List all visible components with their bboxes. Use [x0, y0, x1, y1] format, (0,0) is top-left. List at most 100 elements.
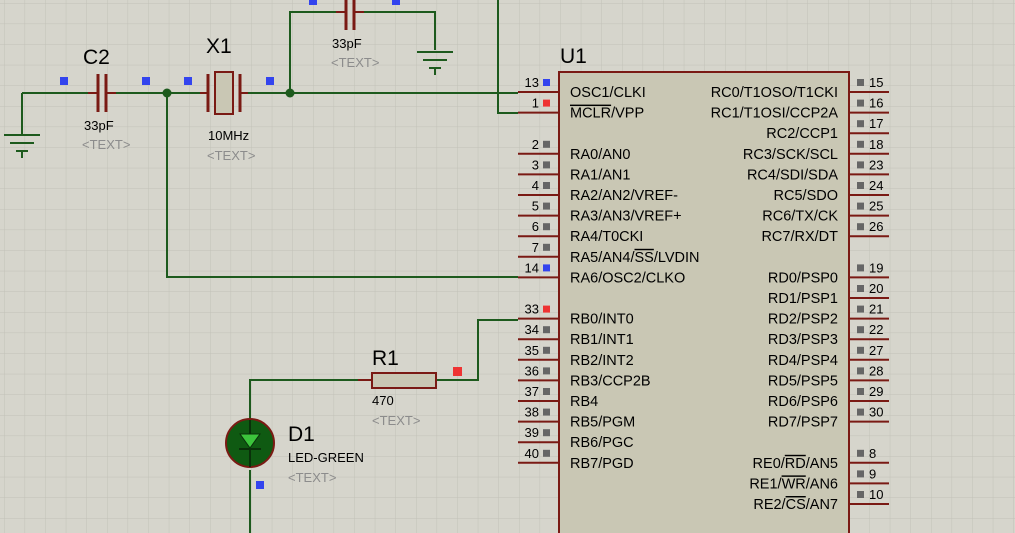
pin-marker — [857, 408, 864, 416]
pin-label: RD5/PSP5 — [768, 373, 838, 389]
pin-marker — [543, 202, 550, 210]
pin-marker — [857, 470, 864, 478]
pin-marker — [543, 243, 550, 251]
wire-mclr[interactable] — [497, 0, 518, 114]
pin-label: RE1/WR/AN6 — [749, 476, 838, 492]
wire-top-cap-right[interactable] — [364, 11, 436, 50]
pin-marker — [543, 408, 550, 416]
pin-number: 26 — [869, 219, 883, 234]
pin-label: RA6/OSC2/CLKO — [570, 270, 685, 286]
pin-number: 3 — [532, 157, 539, 172]
capacitor-top[interactable]: 33pF <TEXT> — [309, 0, 400, 70]
pin-number: 17 — [869, 116, 883, 131]
pin-marker — [857, 202, 864, 210]
ground-symbol[interactable] — [417, 51, 453, 75]
pin-number: 38 — [525, 405, 539, 420]
pin-number: 35 — [525, 343, 539, 358]
pin-label: RA3/AN3/VREF+ — [570, 209, 682, 225]
pin-label: RD3/PSP3 — [768, 332, 838, 348]
pin-label: RB3/CCP2B — [570, 373, 651, 389]
pin-marker — [543, 140, 550, 148]
pin-number: 18 — [869, 137, 883, 152]
d1-ref: D1 — [288, 423, 315, 446]
capacitor-c2[interactable]: C2 33pF <TEXT> — [60, 46, 150, 152]
pin-number: 9 — [869, 466, 876, 481]
pin-label: RE2/CS/AN7 — [753, 497, 838, 513]
wire-r1-to-led[interactable] — [249, 379, 372, 420]
pin-marker — [543, 223, 550, 231]
pin-number: 13 — [525, 75, 539, 90]
pin-marker — [857, 388, 864, 395]
pin-number: 15 — [869, 75, 883, 90]
r1-value: 470 — [372, 393, 394, 408]
pin-number: 5 — [532, 199, 539, 214]
pin-label: RC7/RX/DT — [761, 229, 838, 245]
pin-label: RC5/SDO — [774, 188, 838, 204]
pin-marker — [543, 305, 550, 313]
chip-body[interactable] — [558, 71, 850, 533]
x1-ref: X1 — [206, 35, 232, 58]
pin-marker — [309, 0, 317, 5]
crystal-x1[interactable]: X1 10MHz <TEXT> — [184, 35, 274, 163]
resistor-r1[interactable]: R1 470 <TEXT> — [358, 347, 462, 428]
wire-top-cap-left[interactable] — [289, 11, 336, 93]
wire-rb0-to-r1[interactable] — [437, 319, 518, 381]
pin-marker — [543, 79, 550, 86]
pin-marker — [857, 99, 864, 107]
x1-text-placeholder: <TEXT> — [207, 148, 255, 163]
ground-symbol[interactable] — [4, 134, 40, 158]
chip-u1[interactable]: U1 13OSC1/CLKI1MCLR/VPP2RA0/AN03RA1/AN14… — [518, 45, 889, 533]
pin-number: 27 — [869, 343, 883, 358]
pin-marker — [543, 388, 550, 395]
pin-marker — [857, 140, 864, 148]
pin-number: 37 — [525, 384, 539, 399]
pin-number: 16 — [869, 96, 883, 111]
pin-label: RC2/CCP1 — [766, 126, 838, 142]
d1-value: LED-GREEN — [288, 450, 364, 465]
pin-label: RD1/PSP1 — [768, 291, 838, 307]
pin-marker — [543, 367, 550, 375]
wire-osc2[interactable] — [166, 93, 518, 278]
pin-label: RD0/PSP0 — [768, 270, 838, 286]
pin-number: 1 — [532, 96, 539, 111]
led-d1[interactable]: D1 LED-GREEN <TEXT> — [225, 418, 364, 489]
